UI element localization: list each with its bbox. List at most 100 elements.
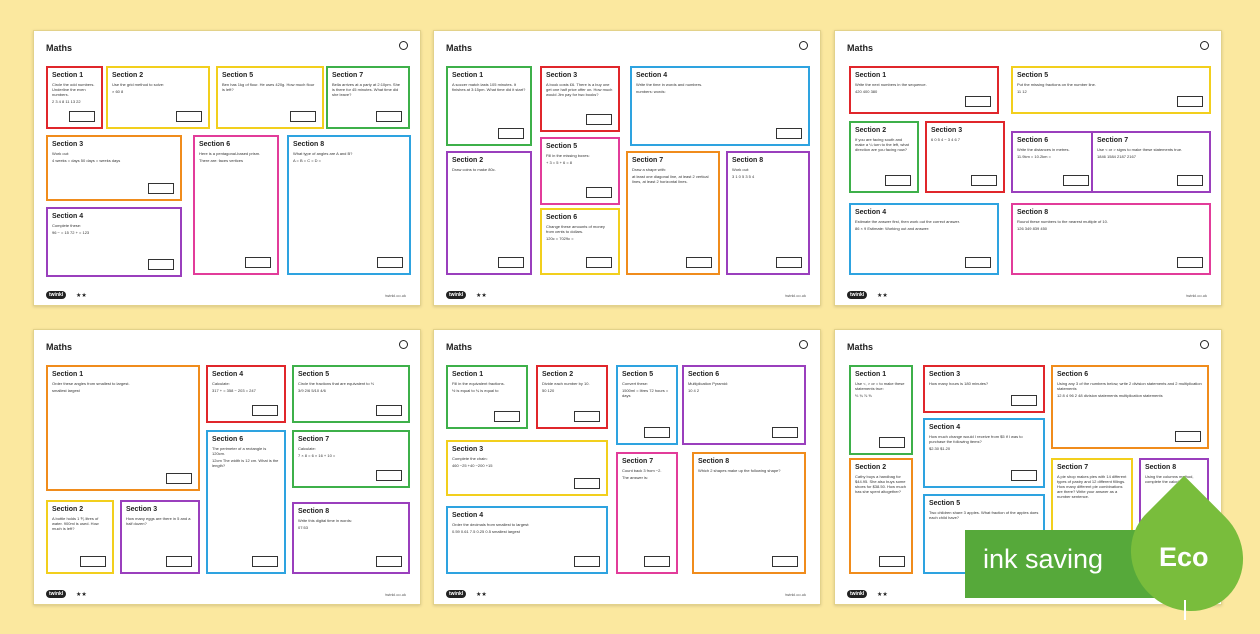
answer-box[interactable] <box>166 473 192 484</box>
answer-box[interactable] <box>80 556 106 567</box>
section-label: Section 2 <box>855 127 887 134</box>
section-label: Section 3 <box>929 371 961 378</box>
ink-saving-banner: ink saving <box>965 530 1177 598</box>
answer-box[interactable] <box>376 111 402 122</box>
answer-box[interactable] <box>686 257 712 268</box>
worksheet-title: Maths <box>847 342 874 352</box>
answer-box[interactable] <box>574 478 600 489</box>
section-label: Section 3 <box>546 72 578 79</box>
answer-box[interactable] <box>1177 96 1203 107</box>
section-label: Section 6 <box>212 436 244 443</box>
answer-box[interactable] <box>1177 175 1203 186</box>
section-values: 317 + = 358 − 203 = 247 <box>212 388 256 393</box>
answer-box[interactable] <box>176 111 202 122</box>
section-label: Section 7 <box>1057 464 1089 471</box>
answer-box[interactable] <box>377 257 403 268</box>
answer-box[interactable] <box>245 257 271 268</box>
section-values: 126 349 839 450 <box>1017 226 1048 231</box>
twinkl-logo: twinkl <box>46 590 67 598</box>
answer-box[interactable] <box>772 556 798 567</box>
answer-box[interactable] <box>69 111 95 122</box>
answer-box[interactable] <box>498 257 524 268</box>
answer-box[interactable] <box>1011 470 1037 481</box>
answer-box[interactable] <box>494 411 520 422</box>
footer-url: twinkl.co.uk <box>385 592 406 597</box>
worksheet-title: Maths <box>847 43 874 53</box>
section-label: Section 6 <box>1017 137 1049 144</box>
section-question: Using the columns method, complete the c… <box>1145 474 1194 484</box>
section-values: + 3 = 5 + 6 = 8 <box>546 160 573 165</box>
section-values: 3/9 2/6 5/10 4/6 <box>298 388 326 393</box>
answer-box[interactable] <box>965 257 991 268</box>
answer-box[interactable] <box>879 556 905 567</box>
section-values: 1500ml = litres 72 hours = days <box>622 388 669 398</box>
answer-box[interactable] <box>574 556 600 567</box>
answer-box[interactable] <box>574 411 600 422</box>
section-question: What type of angles are A and B? <box>293 151 353 156</box>
answer-box[interactable] <box>586 114 612 125</box>
answer-box[interactable] <box>1175 431 1201 442</box>
answer-box[interactable] <box>776 128 802 139</box>
section-question: Multiplication Pyramid: <box>688 381 729 386</box>
section-question: Order these angles from smallest to larg… <box>52 381 130 386</box>
answer-box[interactable] <box>644 556 670 567</box>
section-question: Convert these: <box>622 381 649 386</box>
section-label: Section 7 <box>622 458 654 465</box>
answer-box[interactable] <box>965 96 991 107</box>
answer-box[interactable] <box>586 257 612 268</box>
section-question: Write the distances in metres. <box>1017 147 1070 152</box>
answer-box[interactable] <box>776 257 802 268</box>
answer-box[interactable] <box>252 556 278 567</box>
answer-box[interactable] <box>376 405 402 416</box>
section-values: 50 120 <box>542 388 555 393</box>
answer-box[interactable] <box>879 437 905 448</box>
answer-box[interactable] <box>772 427 798 438</box>
answer-box[interactable] <box>148 183 174 194</box>
answer-box[interactable] <box>971 175 997 186</box>
section-values: 12cm The width is 12 cm. What is the len… <box>212 458 279 468</box>
answer-box[interactable] <box>498 128 524 139</box>
answer-box[interactable] <box>376 470 402 481</box>
answer-box[interactable] <box>252 405 278 416</box>
section-question: Complete these: <box>52 223 82 228</box>
answer-box[interactable] <box>1063 175 1089 186</box>
section-values: 86 × 9 Estimate: Working out and answer: <box>855 226 930 231</box>
answer-box[interactable] <box>290 111 316 122</box>
answer-box[interactable] <box>148 259 174 270</box>
difficulty-stars: ★★ <box>877 293 888 299</box>
answer-box[interactable] <box>376 556 402 567</box>
answer-check-icon <box>799 41 808 50</box>
answer-box[interactable] <box>1177 257 1203 268</box>
answer-box[interactable] <box>1011 395 1037 406</box>
section-values: 96 − = 15 72 + = 123 <box>52 230 90 235</box>
section-question: Order the decimals from smallest to larg… <box>452 522 530 527</box>
answer-box[interactable] <box>586 187 612 198</box>
section-values: 11 12 <box>1017 89 1027 94</box>
section-question: Using any 3 of the numbers below, write … <box>1057 381 1202 391</box>
section-label: Section 1 <box>855 371 887 378</box>
answer-box[interactable] <box>644 427 670 438</box>
section-box: Section 6 Using any 3 of the numbers belo… <box>1051 365 1209 449</box>
section-label: Section 8 <box>698 458 730 465</box>
answer-box[interactable] <box>885 175 911 186</box>
section-question: Change these amounts of money from cents… <box>546 224 605 234</box>
section-question: Draw coins to make 80c. <box>452 167 496 172</box>
answer-check-icon <box>1200 41 1209 50</box>
answer-box[interactable] <box>166 556 192 567</box>
section-label: Section 6 <box>1057 371 1089 378</box>
section-label: Section 7 <box>1097 137 1129 144</box>
